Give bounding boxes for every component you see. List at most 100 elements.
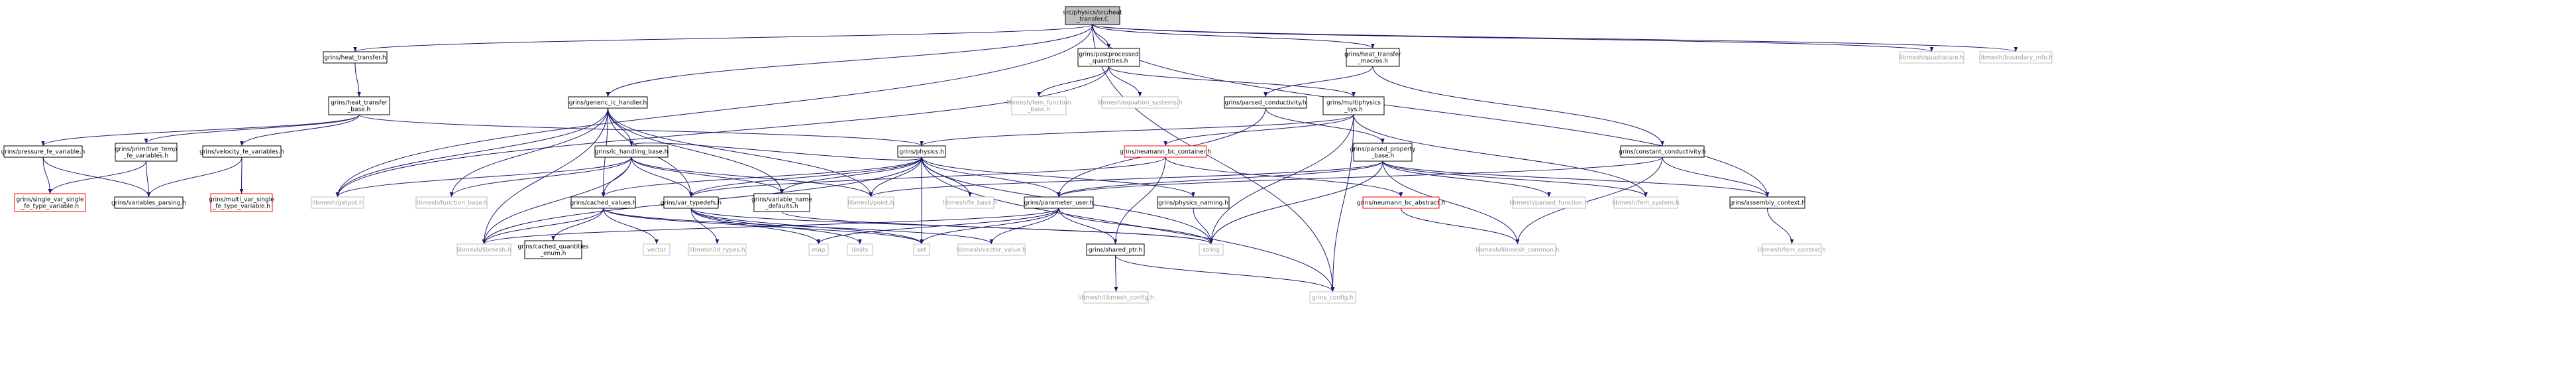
edge-vt-to-idt [690, 208, 720, 245]
node-label: grins/variable_name [751, 197, 812, 204]
graph-node-phys[interactable]: grins/physics.h [897, 145, 946, 158]
edge-ptv-to-vp [146, 160, 151, 198]
node-label: grins/multiphysics [1326, 100, 1381, 107]
graph-node-ptv[interactable]: grins/primitive_temp_fe_variables.h [115, 143, 178, 162]
node-label: grins/multi_var_single [209, 197, 274, 204]
node-box [568, 96, 648, 109]
node-label: libmesh/libmesh_config.h [1078, 295, 1154, 302]
graph-node-pu[interactable]: grins/parameter_user.h [1024, 196, 1094, 209]
node-box [1613, 196, 1678, 209]
node-label: grins/ic_handling_base.h [595, 149, 669, 156]
graph-node-map[interactable]: map [808, 243, 829, 256]
edge-ppb-to-pu [1057, 160, 1383, 198]
node-box [1083, 291, 1149, 304]
graph-node-eqsys[interactable]: libmesh/equation_systems.h [1097, 96, 1183, 109]
graph-node-pfv[interactable]: grins/pressure_fe_variable.h [1, 145, 85, 158]
graph-node-femctx[interactable]: libmesh/fem_context.h [1758, 243, 1826, 256]
graph-node-vector[interactable]: vector [643, 243, 671, 256]
graph-node-vnd[interactable]: grins/variable_name_defaults.h [751, 193, 812, 212]
graph-node-vfv[interactable]: grins/velocity_fe_variables.h [199, 145, 284, 158]
edge-vt-to-set [690, 208, 924, 245]
graph-node-libmesh[interactable]: libmesh/libmesh.h [456, 243, 511, 256]
node-label: libmesh/libmesh.h [456, 247, 511, 254]
graph-node-string[interactable]: string [1199, 243, 1224, 256]
node-label: libmesh/equation_systems.h [1097, 100, 1182, 107]
graph-node-quad[interactable]: libmesh/quadrature.h [1899, 51, 1964, 64]
node-label: libmesh/quadrature.h [1900, 55, 1964, 62]
node-box [1157, 196, 1230, 209]
node-box [1011, 96, 1067, 115]
node-label: grins/assembly_context.h [1729, 200, 1805, 207]
graph-node-vt[interactable]: grins/var_typedefs.h [661, 196, 722, 209]
graph-node-htb[interactable]: grins/heat_transfer_base.h [328, 96, 390, 115]
edge-icb-to-vnd [631, 157, 784, 194]
edge-htb-to-vfv [240, 114, 360, 147]
node-label: grins/shared_ptr.h [1089, 247, 1142, 254]
graph-node-nbca[interactable]: grins/neumann_bc_abstract.h [1357, 196, 1445, 209]
graph-node-root[interactable]: src/physics/src/heat_transfer.C [1063, 6, 1122, 25]
node-box [311, 196, 364, 209]
graph-node-set[interactable]: set [913, 243, 930, 256]
node-box [1309, 291, 1356, 304]
graph-node-idt[interactable]: libmesh/id_types.h [688, 243, 747, 256]
graph-node-sptr[interactable]: grins/shared_ptr.h [1086, 243, 1145, 256]
node-box [1762, 243, 1822, 256]
graph-node-lmc[interactable]: libmesh/libmesh_common.h [1476, 243, 1560, 256]
graph-node-pn[interactable]: grins/physics_naming.h [1157, 196, 1230, 209]
node-label: grins/heat_transfer [331, 100, 388, 107]
graph-node-binfo[interactable]: libmesh/boundary_info.h [1979, 51, 2053, 64]
graph-node-cv[interactable]: grins/cached_values.h [570, 196, 637, 209]
node-label: grins/primitive_temp [115, 147, 178, 153]
node-label: grins_config.h [1312, 295, 1354, 302]
node-label: _fe_type_variable.h [21, 204, 79, 210]
graph-node-htm[interactable]: grins/heat_transfer_macros.h [1344, 48, 1401, 67]
graph-node-mps[interactable]: grins/multiphysics_sys.h [1322, 96, 1385, 115]
node-box [594, 145, 669, 158]
edge-phys-to-cv [601, 157, 922, 198]
edge-ptv-to-svs [48, 160, 146, 194]
graph-node-ac[interactable]: grins/assembly_context.h [1729, 196, 1805, 209]
node-box [913, 243, 930, 256]
graph-node-cqe[interactable]: grins/cached_quantities_enum.h [517, 240, 589, 259]
edge-nbca-to-lmc [1401, 208, 1520, 245]
node-box [688, 243, 747, 256]
graph-node-vp[interactable]: grins/variables_parsing.h [111, 196, 186, 209]
edge-ht_h-to-htb [354, 62, 361, 97]
graph-node-vval[interactable]: libmesh/vector_value.h [957, 243, 1026, 256]
graph-node-pcond[interactable]: grins/parsed_conductivity.h [1224, 96, 1307, 109]
graph-node-point[interactable]: libmesh/point.h [847, 196, 894, 209]
graph-node-femsys[interactable]: libmesh/fem_system.h [1612, 196, 1680, 209]
node-label: _quantities.h [1089, 58, 1128, 65]
graph-node-gcfg[interactable]: grins_config.h [1309, 291, 1356, 304]
edge-pu-to-libmesh [482, 208, 1059, 245]
graph-node-ppb[interactable]: grins/parsed_property_base.h [1350, 143, 1416, 162]
edge-postproc-to-eqsys [1108, 66, 1142, 97]
node-box [1124, 145, 1207, 158]
graph-node-lcfg[interactable]: libmesh/libmesh_config.h [1078, 291, 1154, 304]
graph-node-mvs[interactable]: grins/multi_var_single_fe_type_variable.… [209, 193, 274, 212]
edge-htb-to-ptv [144, 114, 360, 144]
graph-node-femfb[interactable]: libmesh/fem_function_base.h [1006, 96, 1071, 115]
edge-cv-to-cqe [551, 208, 604, 241]
graph-node-pfun[interactable]: libmesh/parsed_function.h [1509, 196, 1589, 209]
graph-node-limits[interactable]: limits [847, 243, 873, 256]
node-box [114, 196, 184, 209]
edge-layer [41, 24, 2017, 292]
graph-node-ht_h[interactable]: grins/heat_transfer.h [323, 51, 388, 64]
node-box [1362, 196, 1440, 209]
graph-node-postproc[interactable]: grins/postprocessed_quantities.h [1077, 48, 1140, 67]
node-label: _macros.h [1357, 58, 1388, 65]
graph-node-icb[interactable]: grins/ic_handling_base.h [594, 145, 669, 158]
node-label: libmesh/vector_value.h [957, 247, 1026, 254]
graph-node-nbc[interactable]: grins/neumann_bc_container.h [1120, 145, 1211, 158]
graph-node-funcb[interactable]: libmesh/function_base.h [415, 196, 488, 209]
edge-icb-to-funcb [449, 157, 632, 198]
node-label: grins/parsed_conductivity.h [1224, 100, 1306, 107]
graph-node-svs[interactable]: grins/single_var_single_fe_type_variable… [14, 193, 86, 212]
node-box [1065, 6, 1120, 25]
node-box [643, 243, 671, 256]
graph-node-feb[interactable]: libmesh/fe_base.h [943, 196, 997, 209]
graph-node-cc[interactable]: grins/constant_conductivity.h [1619, 145, 1706, 158]
graph-node-gich[interactable]: grins/generic_ic_handler.h [568, 96, 648, 109]
graph-node-getpot[interactable]: libmesh/getpot.h [311, 196, 364, 209]
